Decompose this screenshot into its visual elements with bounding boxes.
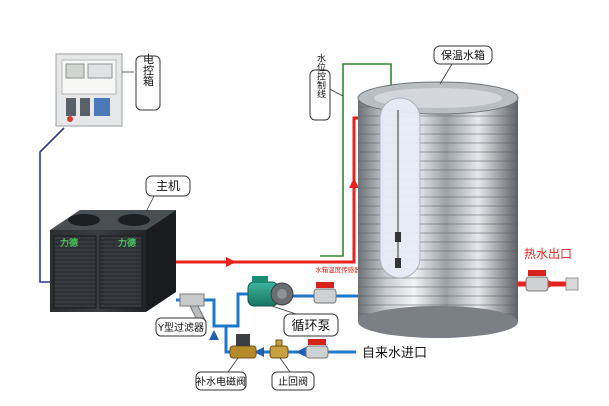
control-box-label: 电控箱 bbox=[142, 53, 155, 87]
main-unit-callout-line bbox=[145, 195, 155, 213]
pump-callout-line bbox=[271, 305, 297, 315]
control-signal-wire bbox=[39, 127, 65, 283]
check-valve bbox=[269, 339, 289, 359]
makeup-valve-callout-line bbox=[227, 357, 239, 373]
pump-label: 循环泵 bbox=[291, 319, 330, 334]
insulated-water-tank bbox=[357, 81, 519, 338]
makeup-flow-arrow-up bbox=[209, 330, 219, 340]
tank-callout-line bbox=[439, 63, 453, 85]
control-box-label-frame bbox=[135, 55, 161, 111]
return-ball-valve bbox=[313, 282, 337, 304]
main-unit-brand-left: 力德 bbox=[60, 237, 78, 249]
water-level-control-wire bbox=[320, 63, 392, 257]
tank-label-frame bbox=[433, 45, 493, 65]
hot-flow-arrow-right bbox=[226, 257, 236, 267]
hot-outlet-ball-valve bbox=[525, 270, 549, 292]
makeup-solenoid-valve bbox=[229, 334, 257, 359]
hot-flow-arrow-up bbox=[349, 178, 359, 188]
check-flow-arrow-left bbox=[254, 347, 264, 357]
inlet-flow-arrow-left bbox=[296, 347, 306, 357]
water-level-label-frame bbox=[309, 69, 331, 121]
heat-pump-main-unit: 力德 力德 bbox=[50, 210, 176, 312]
y-filter bbox=[179, 293, 205, 319]
main-unit-brand-right: 力德 bbox=[118, 237, 136, 249]
makeup-valve-label-frame bbox=[195, 371, 247, 391]
circulation-pump bbox=[247, 276, 294, 307]
water-level-label: 水位控制线 bbox=[315, 52, 326, 98]
tank-temp-sensor-label: 水箱温度传感器 bbox=[315, 265, 361, 274]
check-valve-label-frame bbox=[271, 371, 315, 391]
tank-label: 保温水箱 bbox=[441, 48, 485, 62]
main-unit-label-frame bbox=[145, 175, 191, 197]
inlet-ball-valve bbox=[305, 339, 329, 359]
check-valve-label: 止回阀 bbox=[278, 375, 308, 388]
makeup-valve-label: 补水电磁阀 bbox=[196, 375, 246, 388]
hot-water-outlet-pipe-end bbox=[565, 277, 579, 291]
electric-control-box bbox=[55, 53, 123, 127]
tap-water-inlet-label: 自来水进口 bbox=[362, 346, 427, 361]
hot-water-outlet-label: 热水出口 bbox=[524, 247, 572, 261]
check-valve-callout-line bbox=[279, 357, 291, 373]
pump-label-frame bbox=[283, 313, 339, 337]
y-filter-label: Y型过滤器 bbox=[157, 321, 204, 334]
main-unit-label: 主机 bbox=[156, 179, 180, 193]
y-filter-label-frame bbox=[155, 317, 207, 337]
